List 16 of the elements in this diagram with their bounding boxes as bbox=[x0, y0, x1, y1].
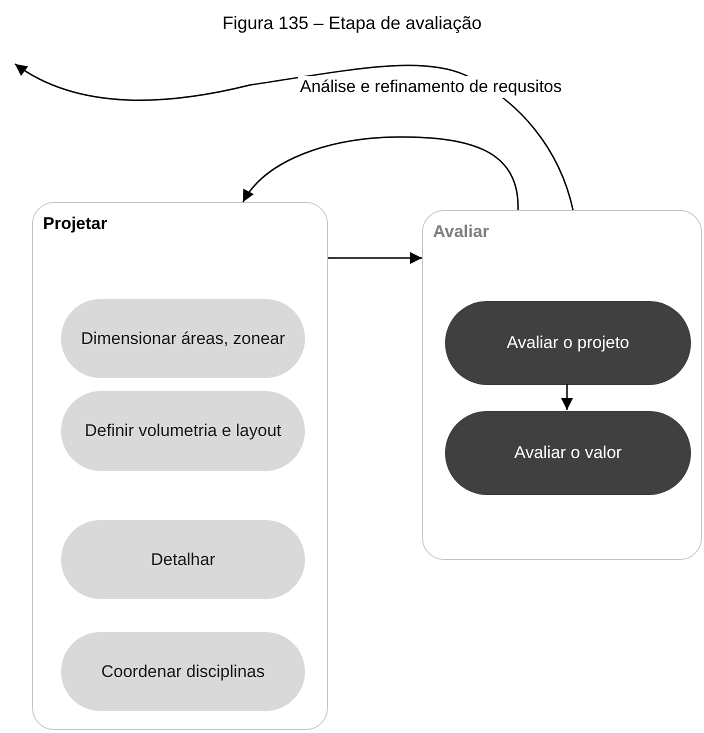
arrow bbox=[561, 384, 573, 410]
process-pill: Definir volumetria e layout bbox=[61, 391, 305, 471]
arrow bbox=[14, 63, 574, 210]
process-pill: Avaliar o valor bbox=[445, 411, 691, 495]
process-pill: Avaliar o projeto bbox=[445, 301, 691, 385]
group-panel bbox=[422, 210, 702, 560]
process-pill: Dimensionar áreas, zonear bbox=[61, 299, 305, 378]
figure-title: Figura 135 – Etapa de avaliação bbox=[221, 12, 483, 35]
group-heading: Projetar bbox=[43, 213, 108, 235]
process-pill: Detalhar bbox=[61, 520, 305, 599]
group-heading: Avaliar bbox=[433, 221, 490, 243]
group-panel bbox=[32, 202, 328, 730]
edge-label: Análise e refinamento de requsitos bbox=[298, 76, 564, 98]
arrow bbox=[242, 136, 519, 210]
process-pill: Coordenar disciplinas bbox=[61, 632, 305, 711]
arrow bbox=[328, 252, 422, 264]
